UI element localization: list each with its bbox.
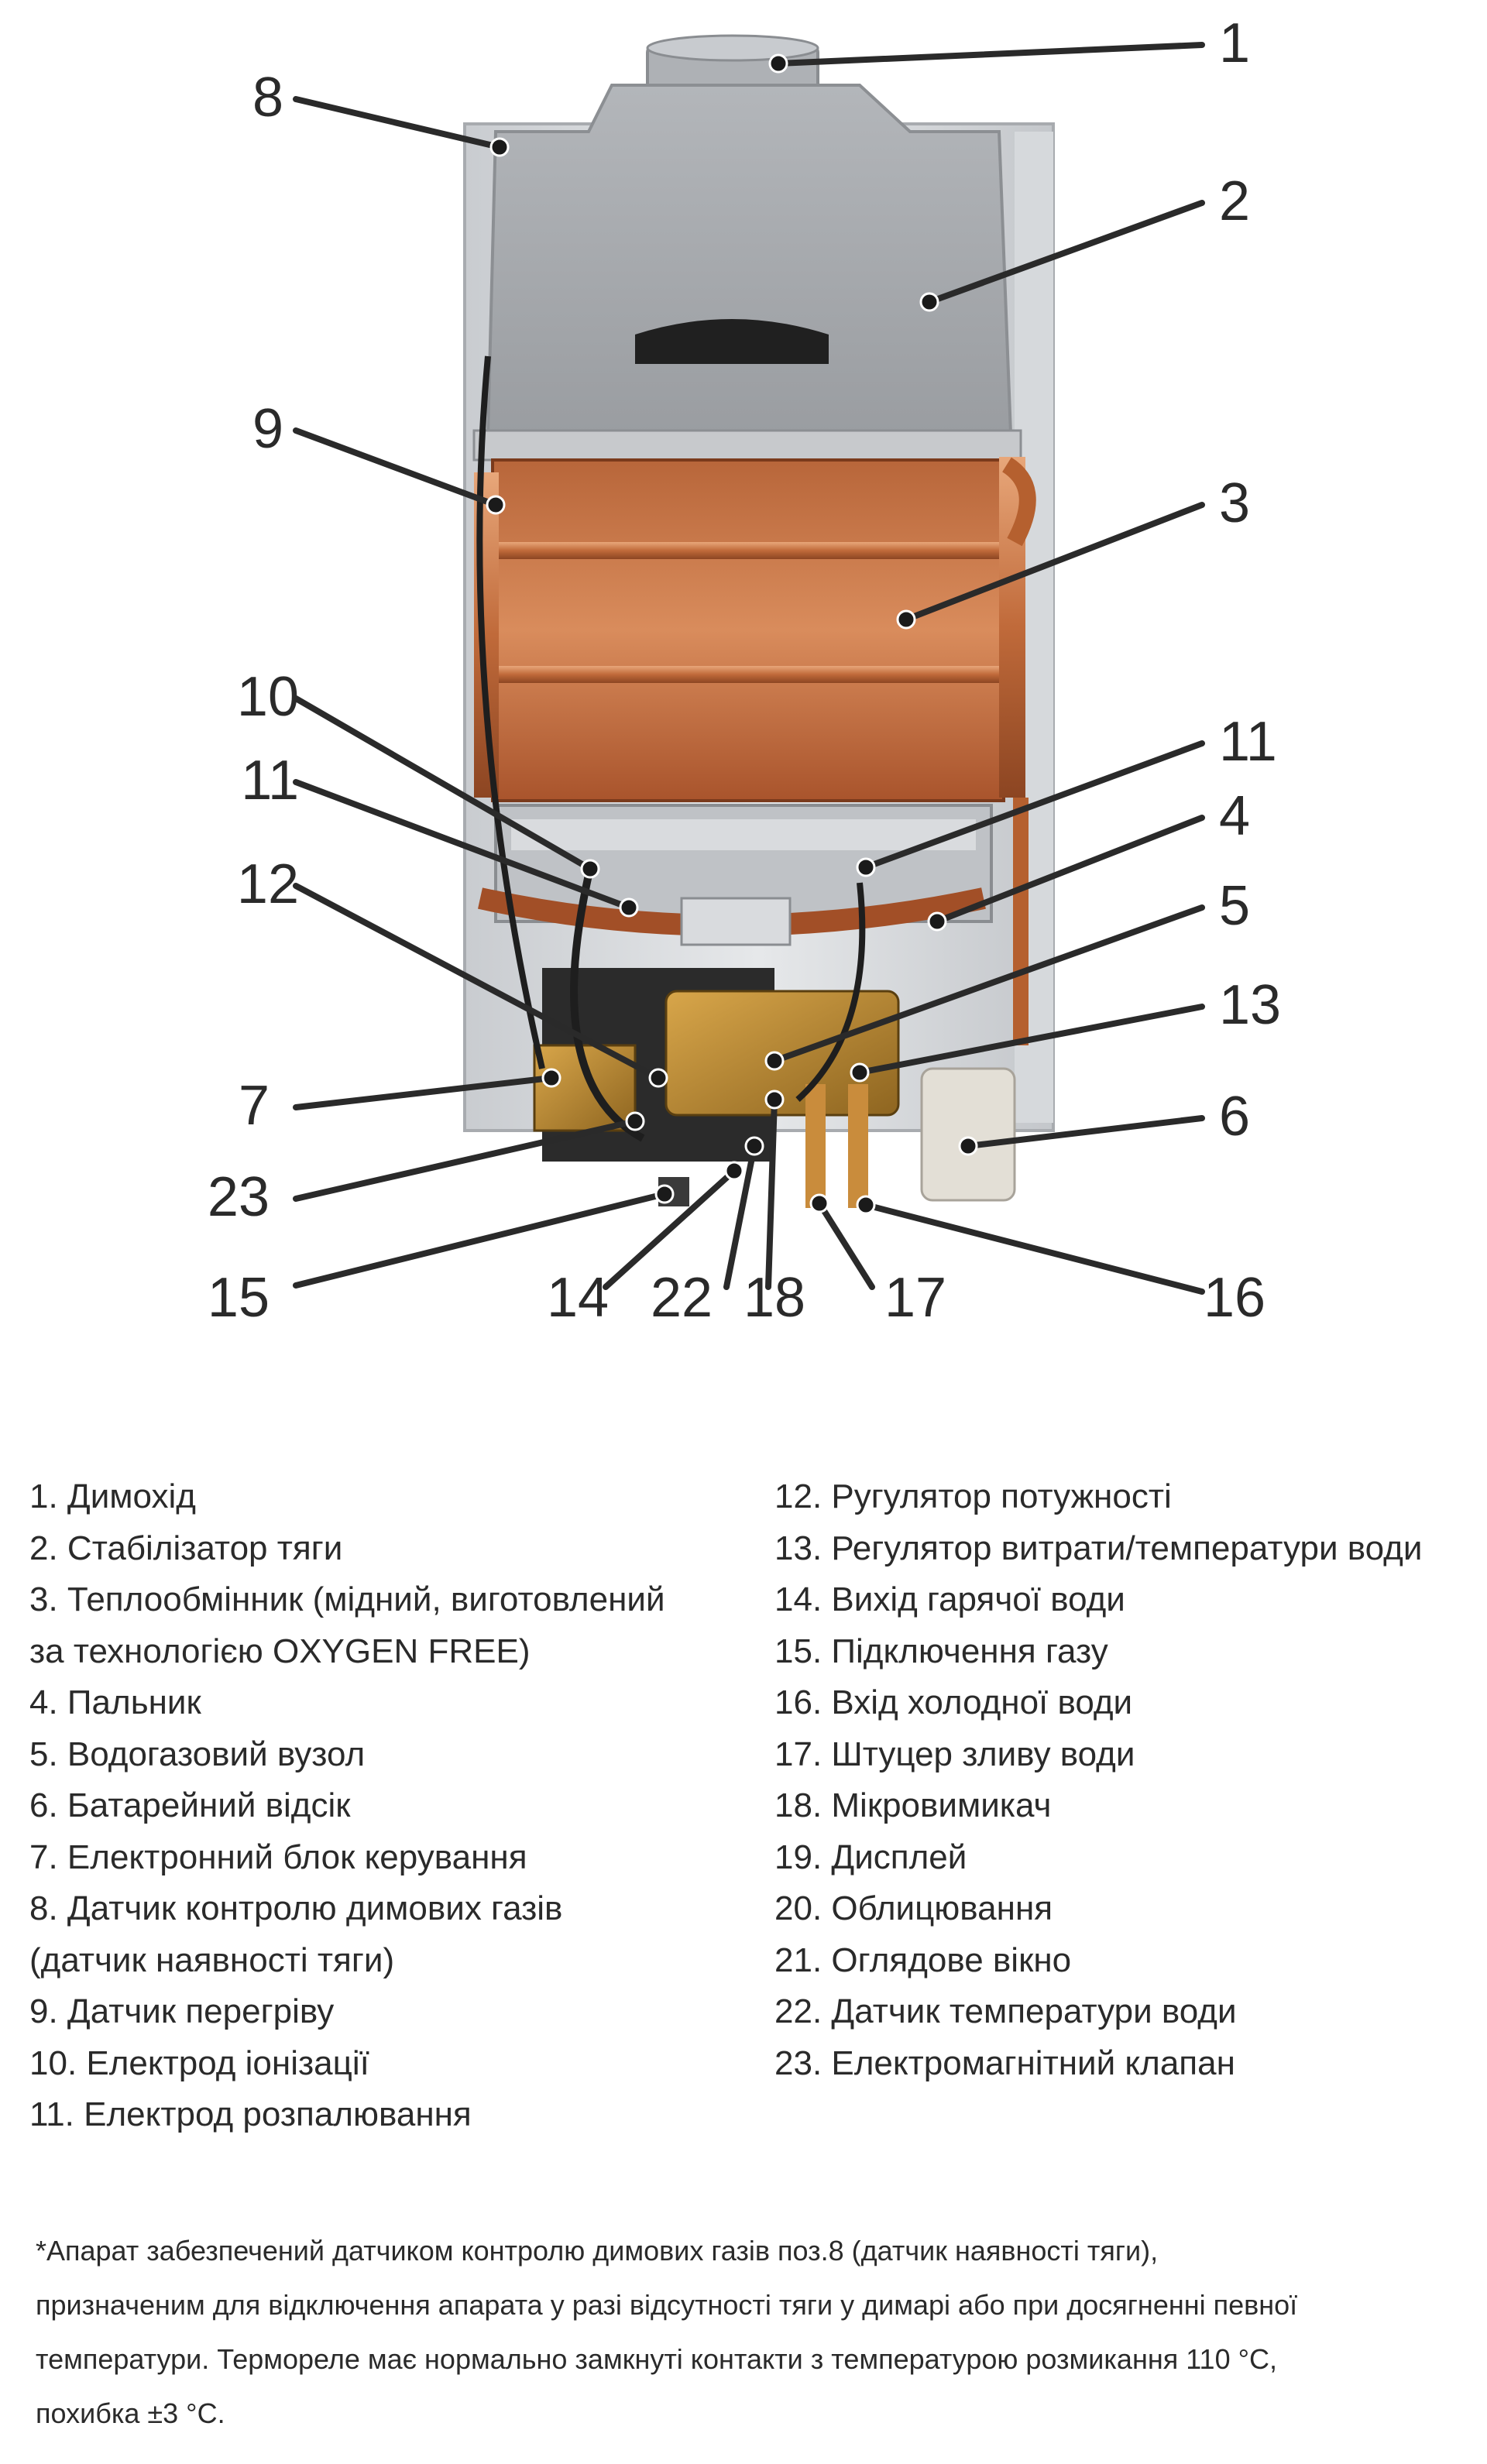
callout-18: 18	[744, 1267, 805, 1329]
legend-item: 16. Вхід холодної води	[774, 1683, 1133, 1721]
footnote-line: *Апарат забезпечений датчиком контролю д…	[36, 2235, 1159, 2267]
legend-item: 19. Дисплей	[774, 1838, 967, 1876]
callout-16: 16	[1204, 1267, 1265, 1329]
legend-item: 2. Стабілізатор тяги	[29, 1529, 343, 1567]
callout-12: 12	[237, 853, 299, 915]
callout-3: 3	[1219, 472, 1250, 534]
callout-11-right: 11	[1219, 711, 1277, 773]
callout-13: 13	[1219, 974, 1281, 1036]
legend-item: 1. Димохід	[29, 1477, 196, 1515]
callout-14: 14	[547, 1267, 609, 1329]
footnote-line: похибка ±3 °С.	[36, 2397, 225, 2429]
legend-item: за технологією OXYGEN FREE)	[29, 1632, 531, 1670]
legend-item: 12. Ругулятор потужності	[774, 1477, 1172, 1515]
legend-item: (датчик наявності тяги)	[29, 1941, 395, 1979]
footnote-line: призначеним для відключення апарата у ра…	[36, 2289, 1298, 2321]
callout-23: 23	[208, 1166, 270, 1228]
legend-column-left: 1. Димохід 2. Стабілізатор тяги 3. Тепло…	[29, 1471, 774, 2141]
leader-lines	[293, 42, 1205, 1295]
legend-item: 7. Електронний блок керування	[29, 1838, 527, 1876]
callout-5: 5	[1219, 875, 1250, 937]
heater-illustration	[463, 34, 1055, 1208]
footnote: *Апарат забезпечений датчиком контролю д…	[36, 2224, 1445, 2441]
legend-item: 3. Теплообмінник (мідний, виготовлений	[29, 1580, 665, 1618]
legend-item: 9. Датчик перегріву	[29, 1992, 335, 2030]
legend-item: 6. Батарейний відсік	[29, 1786, 351, 1824]
legend-item: 8. Датчик контролю димових газів	[29, 1889, 563, 1927]
legend-item: 4. Пальник	[29, 1683, 201, 1721]
callout-9: 9	[252, 398, 283, 460]
footnote-line: температури. Термореле має нормально зам…	[36, 2343, 1278, 2375]
legend-item: 13. Регулятор витрати/температури води	[774, 1529, 1423, 1567]
water-heater-diagram: 1 2 3 4 5 6 7 8 9 10 11 11 12 13 14 15 1…	[208, 12, 1281, 1329]
leader-dots	[486, 53, 978, 1215]
callout-6: 6	[1219, 1086, 1250, 1148]
parts-legend: 1. Димохід 2. Стабілізатор тяги 3. Тепло…	[29, 1471, 1470, 2141]
callout-2: 2	[1219, 170, 1250, 232]
callout-15: 15	[208, 1267, 270, 1329]
legend-item: 17. Штуцер зливу води	[774, 1735, 1135, 1773]
callout-17: 17	[884, 1267, 946, 1329]
callout-1: 1	[1219, 12, 1250, 74]
legend-item: 20. Облицювання	[774, 1889, 1053, 1927]
legend-item: 18. Мікровимикач	[774, 1786, 1052, 1824]
legend-item: 23. Електромагнітний клапан	[774, 2044, 1235, 2082]
callout-22: 22	[651, 1267, 713, 1329]
legend-item: 15. Підключення газу	[774, 1632, 1108, 1670]
callout-7: 7	[239, 1075, 270, 1137]
legend-item: 21. Оглядове вікно	[774, 1941, 1072, 1979]
callout-11-left: 11	[241, 750, 299, 812]
legend-column-right: 12. Ругулятор потужності 13. Регулятор в…	[774, 1471, 1464, 2141]
legend-item: 22. Датчик температури води	[774, 1992, 1237, 2030]
legend-item: 11. Електрод розпалювання	[29, 2095, 472, 2133]
callout-8: 8	[252, 67, 283, 129]
callout-4: 4	[1219, 785, 1250, 847]
legend-item: 14. Вихід гарячої води	[774, 1580, 1125, 1618]
legend-item: 10. Електрод іонізації	[29, 2044, 369, 2082]
legend-item: 5. Водогазовий вузол	[29, 1735, 366, 1773]
callout-numbers: 1 2 3 4 5 6 7 8 9 10 11 11 12 13 14 15 1…	[208, 12, 1281, 1329]
callout-10: 10	[237, 666, 299, 728]
